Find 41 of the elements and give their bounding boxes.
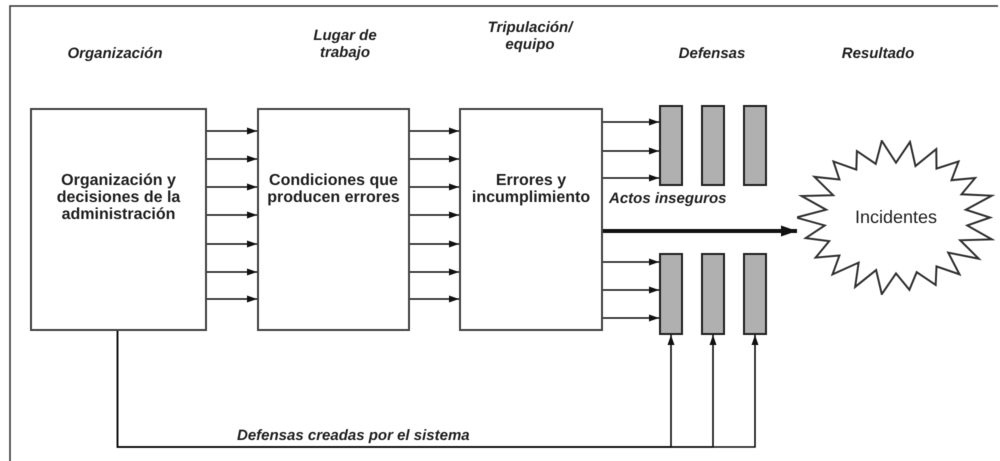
arrow <box>603 258 659 266</box>
process-box <box>459 108 603 331</box>
column-heading: Tripulación/ equipo <box>486 19 575 53</box>
arrow <box>603 314 659 322</box>
defense-bar <box>701 105 725 186</box>
defense-bar <box>743 105 767 186</box>
defense-bar <box>743 253 767 335</box>
defense-bar <box>659 105 683 186</box>
arrow <box>207 184 257 190</box>
process-box <box>30 108 207 331</box>
arrow <box>207 268 257 276</box>
arrow <box>410 212 459 218</box>
arrow <box>603 174 659 182</box>
edge-label: Defensas creadas por el sistema <box>235 427 472 444</box>
arrow <box>410 268 459 276</box>
arrow <box>603 226 797 236</box>
outcome-label: Incidentes <box>854 209 938 226</box>
arrow <box>603 118 659 126</box>
arrow <box>207 212 257 218</box>
column-heading: Lugar de trabajo <box>312 27 378 61</box>
arrow <box>410 296 459 302</box>
arrow <box>207 296 257 302</box>
arrow <box>207 156 257 162</box>
column-heading: Organización <box>66 45 164 62</box>
defense-bar <box>701 253 725 335</box>
box-label: Organización y decisiones de la administración <box>56 172 182 223</box>
arrow <box>410 184 459 190</box>
column-heading: Defensas <box>678 45 746 62</box>
box-label: Condiciones que producen errores <box>266 172 401 206</box>
edge-label: Actos inseguros <box>607 190 729 207</box>
arrow <box>207 128 257 134</box>
arrow <box>603 286 659 294</box>
column-heading: Resultado <box>840 45 916 62</box>
process-box <box>257 108 410 331</box>
arrow <box>603 148 659 154</box>
arrow <box>410 156 459 162</box>
arrow <box>207 240 257 248</box>
arrow <box>410 240 459 248</box>
arrow <box>410 128 459 134</box>
defense-bar <box>659 253 683 335</box>
box-label: Errores y incumplimiento <box>470 172 592 206</box>
